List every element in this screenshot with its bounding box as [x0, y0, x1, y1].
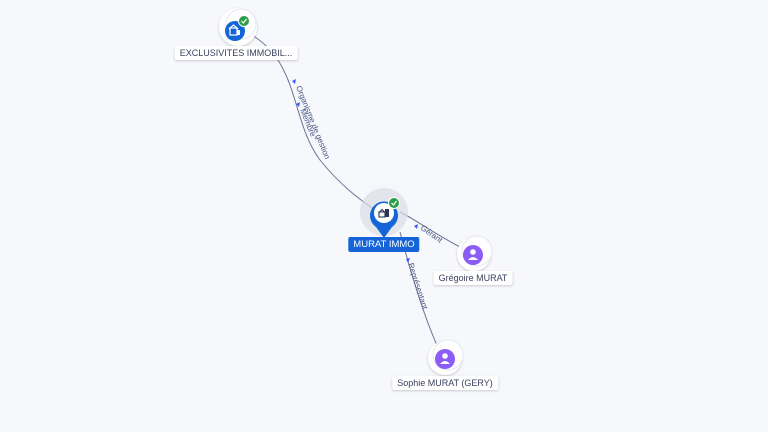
verified-check-icon: [388, 197, 400, 209]
node-label-sophie[interactable]: Sophie MURAT (GERY): [392, 376, 498, 390]
edge-arrow-icon: [414, 224, 418, 229]
node-label-murat-immo[interactable]: MURAT IMMO: [348, 237, 420, 252]
node-sophie[interactable]: [428, 339, 464, 375]
edge-label-representant: Représentant: [406, 262, 430, 311]
building-icon: [378, 208, 389, 218]
person-icon: [468, 249, 478, 260]
edge-label-gerant: Gérant: [419, 223, 445, 245]
verified-check-icon: [238, 15, 250, 27]
building-icon: [228, 24, 240, 36]
node-gregoire[interactable]: [457, 235, 493, 271]
edge-arrow-icon: [292, 79, 296, 84]
edge-arrow-icon: [296, 102, 300, 107]
node-murat-immo[interactable]: [360, 188, 408, 238]
person-icon: [440, 353, 450, 364]
edge-arrow-icon: [406, 258, 410, 263]
node-label-gregoire[interactable]: Grégoire MURAT: [433, 271, 513, 285]
node-label-exclusivites[interactable]: EXCLUSIVITES IMMOBIL...: [174, 46, 298, 60]
node-exclusivites[interactable]: [219, 8, 257, 46]
